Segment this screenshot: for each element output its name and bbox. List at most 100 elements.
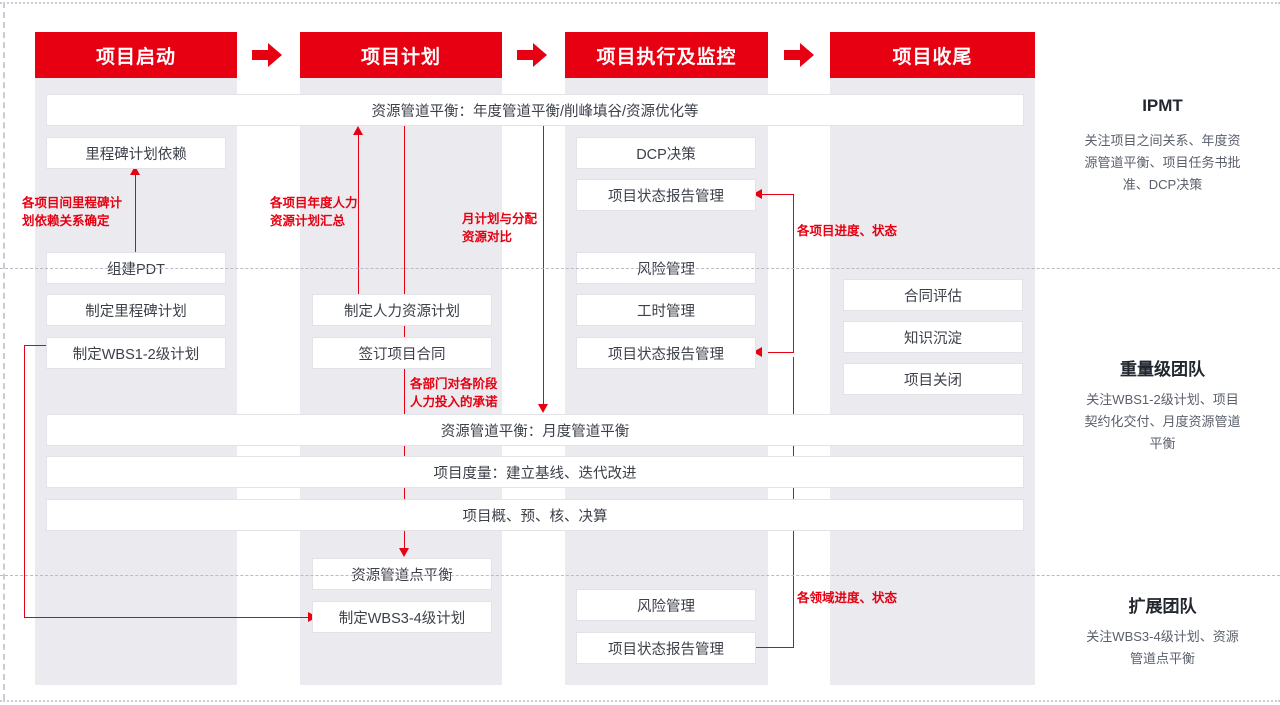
lane-description-line: 源管道平衡、项目任务书批: [1084, 155, 1241, 170]
annotation-monthly-vs-allocated: 月计划与分配 资源对比: [462, 210, 572, 246]
connector-line: [358, 134, 359, 294]
arrow-right-icon: [250, 38, 284, 72]
arrow-left-icon: [753, 189, 762, 199]
phase-header-3[interactable]: 项目执行及监控: [565, 32, 768, 78]
connector-line: [762, 194, 794, 195]
arrow-up-icon: [130, 166, 140, 175]
lane-title-heavyweight-team: 重量级团队: [1060, 355, 1265, 380]
phase-header-label: 项目收尾: [892, 46, 973, 68]
bar-label: 项目度量：建立基线、迭代改进: [433, 465, 637, 482]
lane-title-ipmt: IPMT: [1060, 96, 1265, 116]
connector-line: [24, 345, 25, 617]
task-box[interactable]: 风险管理: [576, 589, 756, 621]
annotation-annual-hr-rollup: 各项目年度人力 资源计划汇总: [270, 194, 400, 230]
annotation-milestone-dependency: 各项目间里程碑计 划依赖关系确定: [22, 194, 152, 230]
task-label: 工时管理: [637, 303, 695, 320]
bar-label: 资源管道平衡：年度管道平衡/削峰填谷/资源优化等: [371, 103, 699, 120]
lane-description-line: 契约化交付、月度资源管道: [1084, 414, 1241, 429]
annotation-line: 各项目年度人力: [270, 196, 358, 210]
lane-description-line: 准、DCP决策: [1122, 177, 1203, 192]
task-label: 制定里程碑计划: [85, 303, 187, 320]
full-width-bar-project-metrics[interactable]: 项目度量：建立基线、迭代改进: [46, 456, 1024, 488]
task-label: 风险管理: [637, 598, 695, 615]
task-label: 签订项目合同: [358, 346, 446, 363]
task-box[interactable]: DCP决策: [576, 137, 756, 169]
phase-header-1[interactable]: 项目启动: [35, 32, 237, 78]
task-box[interactable]: 项目状态报告管理: [576, 179, 756, 211]
annotation-line: 资源计划汇总: [270, 214, 346, 228]
task-box[interactable]: 项目状态报告管理: [576, 632, 756, 664]
lane-description-line: 关注WBS1-2级计划、项目: [1086, 392, 1239, 407]
lane-description-extended-team: 关注WBS3-4级计划、资源 管道点平衡: [1060, 626, 1265, 670]
annotation-project-progress-status: 各项目进度、状态: [797, 222, 927, 240]
task-box[interactable]: 项目状态报告管理: [576, 337, 756, 369]
annotation-line: 划依赖关系确定: [22, 214, 110, 228]
task-box[interactable]: 知识沉淀: [843, 321, 1023, 353]
task-label: 制定人力资源计划: [344, 303, 460, 320]
task-box[interactable]: 里程碑计划依赖: [46, 137, 226, 169]
task-box[interactable]: 签订项目合同: [312, 337, 492, 369]
connector-line: [793, 194, 794, 353]
lane-title-label: IPMT: [1142, 96, 1183, 115]
full-width-bar-project-budget[interactable]: 项目概、预、核、决算: [46, 499, 1024, 531]
task-box[interactable]: 制定WBS1-2级计划: [46, 337, 226, 369]
lane-description-ipmt: 关注项目之间关系、年度资 源管道平衡、项目任务书批 准、DCP决策: [1060, 130, 1265, 196]
task-label: 制定WBS3-4级计划: [338, 610, 466, 627]
task-box[interactable]: 工时管理: [576, 294, 756, 326]
lane-description-line: 平衡: [1149, 436, 1176, 451]
task-label: 组建PDT: [107, 261, 165, 278]
lane-title-label: 扩展团队: [1128, 597, 1197, 616]
annotation-line: 资源对比: [462, 230, 513, 244]
task-box[interactable]: 制定里程碑计划: [46, 294, 226, 326]
frame-bottom-border: [0, 700, 1280, 702]
task-label: 项目状态报告管理: [608, 641, 724, 658]
phase-header-label: 项目计划: [360, 46, 441, 68]
lane-description-line: 关注WBS3-4级计划、资源: [1086, 629, 1239, 644]
full-width-bar-monthly-pipeline[interactable]: 资源管道平衡：月度管道平衡: [46, 414, 1024, 446]
annotation-line: 人力投入的承诺: [410, 395, 498, 409]
task-label: 风险管理: [637, 261, 695, 278]
frame-top-border: [0, 2, 1280, 4]
full-width-bar-annual-pipeline[interactable]: 资源管道平衡：年度管道平衡/削峰填谷/资源优化等: [46, 94, 1024, 126]
lane-description-line: 管道点平衡: [1129, 651, 1195, 666]
connector-line: [24, 345, 48, 346]
connector-line: [768, 352, 794, 353]
task-label: 资源管道点平衡: [351, 567, 453, 584]
lane-description-line: 关注项目之间关系、年度资: [1084, 133, 1241, 148]
task-label: 制定WBS1-2级计划: [72, 346, 200, 363]
lane-title-label: 重量级团队: [1120, 360, 1205, 379]
connector-line: [135, 174, 136, 254]
task-box[interactable]: 项目关闭: [843, 363, 1023, 395]
task-label: 合同评估: [904, 288, 962, 305]
annotation-line: 各项目进度、状态: [797, 224, 898, 238]
connector-line: [543, 126, 544, 408]
arrow-left-icon: [753, 347, 762, 357]
task-label: 项目状态报告管理: [608, 188, 724, 205]
task-box[interactable]: 制定人力资源计划: [312, 294, 492, 326]
task-label: 项目关闭: [904, 372, 962, 389]
column-band-1: [35, 78, 237, 685]
annotation-line: 各项目间里程碑计: [22, 196, 123, 210]
annotation-dept-commitment: 各部门对各阶段 人力投入的承诺: [410, 375, 530, 411]
lane-divider-heavyweight-extended: [0, 575, 1280, 576]
connector-line: [24, 617, 310, 618]
phase-header-label: 项目启动: [95, 46, 176, 68]
annotation-line: 月计划与分配: [462, 212, 538, 226]
phase-header-2[interactable]: 项目计划: [300, 32, 502, 78]
task-label: 知识沉淀: [904, 330, 962, 347]
arrow-right-icon: [515, 38, 549, 72]
phase-header-label: 项目执行及监控: [596, 46, 737, 68]
phase-header-4[interactable]: 项目收尾: [830, 32, 1035, 78]
task-box[interactable]: 制定WBS3-4级计划: [312, 601, 492, 633]
task-box[interactable]: 合同评估: [843, 279, 1023, 311]
lane-description-heavyweight-team: 关注WBS1-2级计划、项目 契约化交付、月度资源管道 平衡: [1060, 389, 1265, 455]
task-box[interactable]: 资源管道点平衡: [312, 558, 492, 590]
arrow-right-icon: [782, 38, 816, 72]
annotation-line: 各领域进度、状态: [797, 591, 898, 605]
lane-title-extended-team: 扩展团队: [1060, 592, 1265, 617]
arrow-down-icon: [538, 404, 548, 413]
bar-label: 资源管道平衡：月度管道平衡: [440, 423, 630, 440]
arrow-up-icon: [353, 126, 363, 135]
connector-line: [752, 647, 794, 648]
